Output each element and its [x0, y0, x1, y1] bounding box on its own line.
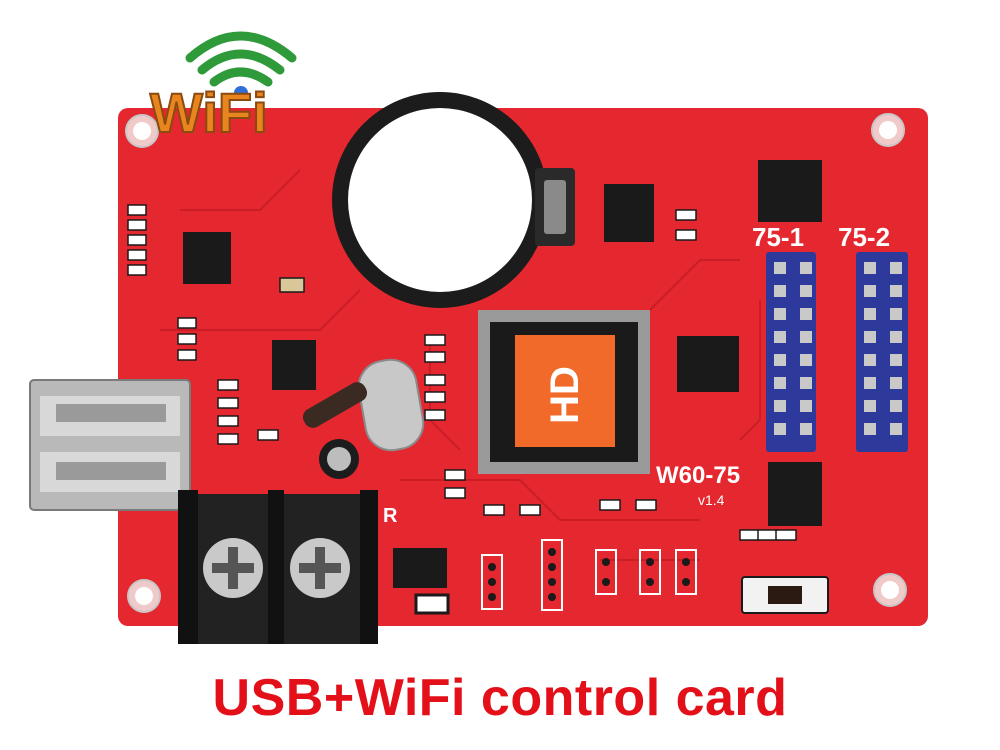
header-pin	[800, 377, 812, 389]
mounting-holes	[125, 113, 907, 613]
small-ics	[183, 160, 822, 615]
header-pin	[864, 308, 876, 320]
header-pin	[890, 377, 902, 389]
header-pin	[800, 354, 812, 366]
header-pin	[800, 331, 812, 343]
header-pin	[890, 308, 902, 320]
power-terminal-block	[178, 490, 378, 644]
header-pin	[864, 400, 876, 412]
electrolytic-capacitor	[319, 439, 359, 479]
header-pin	[800, 423, 812, 435]
wifi-signal-icon	[185, 31, 297, 100]
usb-port	[29, 379, 191, 511]
product-caption: USB+WiFi control card	[212, 669, 788, 727]
header-pin	[890, 331, 902, 343]
chip-brand-mark: HD	[543, 366, 587, 424]
header-pin	[890, 423, 902, 435]
header-pin	[890, 262, 902, 274]
main-chip: HD	[478, 310, 650, 474]
hub75-header-1	[766, 252, 816, 452]
header-pin	[774, 262, 786, 274]
header-pin	[774, 308, 786, 320]
header-pin	[800, 400, 812, 412]
header-pin	[774, 285, 786, 297]
hub-label-2: 75-2	[838, 222, 890, 252]
header-pin	[864, 354, 876, 366]
header-pins	[774, 262, 902, 435]
header-pin	[864, 423, 876, 435]
hub-label-1: 75-1	[752, 222, 804, 252]
hub75-header-2	[856, 252, 908, 452]
header-pin	[774, 377, 786, 389]
gnd-label: R	[383, 505, 398, 527]
jumper-pins	[481, 539, 697, 611]
header-pin	[890, 285, 902, 297]
header-pin	[800, 262, 812, 274]
header-pin	[890, 400, 902, 412]
header-pin	[774, 400, 786, 412]
header-pin	[800, 308, 812, 320]
tactile-button	[741, 576, 829, 614]
version-label: v1.4	[698, 492, 725, 508]
header-pin	[864, 331, 876, 343]
header-pin	[800, 285, 812, 297]
header-pin	[864, 377, 876, 389]
header-pin	[864, 262, 876, 274]
header-pin	[774, 354, 786, 366]
crystal-oscillator	[302, 358, 425, 452]
battery-holder	[332, 92, 575, 308]
header-pin	[774, 423, 786, 435]
header-pin	[774, 331, 786, 343]
wifi-logo-text: WiFi	[150, 81, 268, 144]
header-pin	[864, 285, 876, 297]
header-pin	[890, 354, 902, 366]
smd-components	[127, 204, 807, 541]
model-label: W60-75	[656, 462, 740, 489]
